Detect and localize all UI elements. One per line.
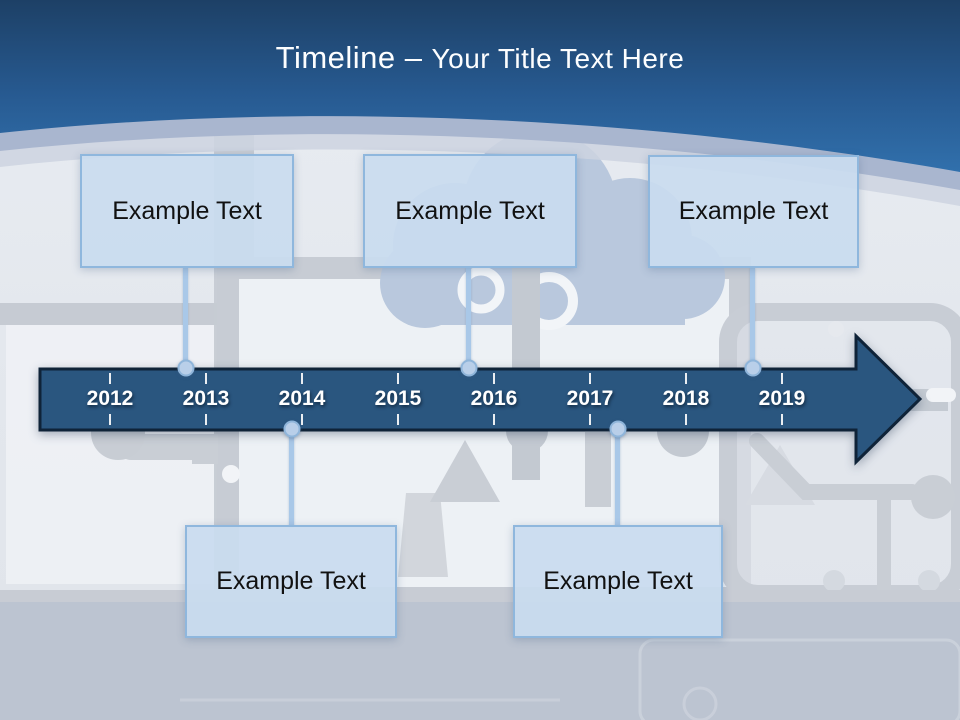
event-box-bottom-2[interactable]: Example Text (513, 525, 723, 638)
year-label: 2015 (350, 370, 446, 428)
year-label: 2019 (734, 370, 830, 428)
trace-shape (682, 686, 718, 720)
connector-line (750, 268, 755, 370)
connector-line (615, 429, 620, 527)
event-box-label: Example Text (112, 196, 262, 225)
title-primary: Timeline – (275, 40, 423, 75)
title-secondary: Your Title Text Here (431, 43, 685, 74)
event-box-top-2[interactable]: Example Text (363, 154, 577, 268)
year-label: 2016 (446, 370, 542, 428)
event-box-label: Example Text (216, 567, 366, 595)
event-box-top-1[interactable]: Example Text (80, 154, 294, 268)
event-box-label: Example Text (543, 567, 693, 595)
connector-line (289, 429, 294, 527)
white-dot-shape (222, 465, 240, 483)
year-label: 2013 (158, 370, 254, 428)
cloud-ring-shape (457, 266, 505, 314)
year-label: 2014 (254, 370, 350, 428)
year-row: 2012 2013 2014 2015 2016 2017 2018 2019 (40, 370, 856, 428)
bottom-band-shape (0, 602, 960, 720)
desk-bar-shape (0, 303, 256, 325)
year-label: 2018 (638, 370, 734, 428)
event-box-bottom-1[interactable]: Example Text (185, 525, 397, 638)
connector-dot (460, 359, 478, 377)
year-label: 2017 (542, 370, 638, 428)
connector-dot (283, 420, 301, 438)
connector-dot (609, 420, 627, 438)
circuit-icon (749, 433, 955, 595)
connector-line (466, 268, 471, 370)
event-box-label: Example Text (395, 196, 545, 225)
white-pill-shape (926, 388, 956, 402)
page-title[interactable]: Timeline – Your Title Text Here (0, 40, 960, 76)
connector-dot (177, 359, 195, 377)
event-box-label: Example Text (678, 197, 829, 225)
header-arc (0, 0, 960, 206)
trace-shape (638, 638, 960, 720)
event-box-top-3[interactable]: Example Text (648, 155, 859, 268)
connector-dot (744, 359, 762, 377)
year-label: 2012 (62, 370, 158, 428)
connector-line (183, 268, 188, 370)
